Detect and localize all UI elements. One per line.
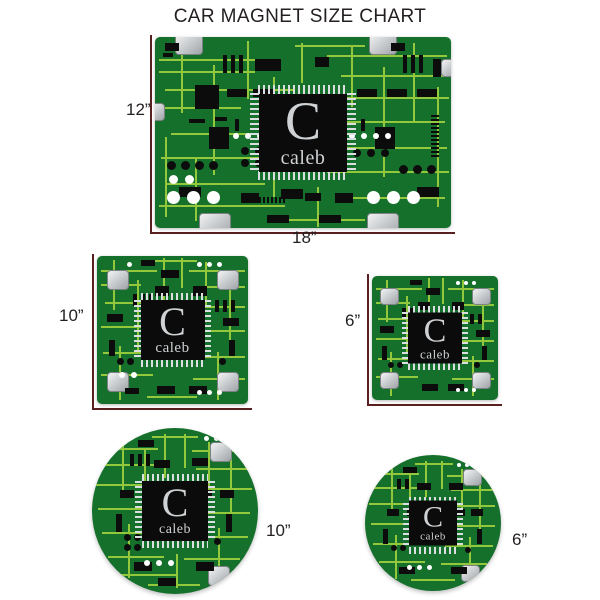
pcb-component-silver bbox=[441, 59, 451, 77]
magnet-square-6[interactable]: C caleb bbox=[367, 274, 502, 406]
monogram-letter: C bbox=[161, 480, 189, 526]
pcb-component-silver bbox=[208, 566, 230, 586]
chip-pins-left bbox=[250, 93, 259, 173]
monogram-letter: C bbox=[284, 90, 322, 151]
pcb-component-silver bbox=[210, 442, 232, 462]
chip-pins-right bbox=[207, 481, 215, 541]
monogram-name: caleb bbox=[158, 521, 192, 537]
pcb-component-silver bbox=[199, 213, 231, 228]
monogram-chip: C caleb bbox=[259, 90, 347, 172]
edge-line-left bbox=[150, 35, 152, 234]
chip-pins-right bbox=[203, 300, 211, 360]
pcb-component-silver bbox=[217, 270, 239, 290]
chip-pins-bottom bbox=[142, 540, 208, 548]
pcb-component-silver bbox=[472, 372, 491, 389]
chip-pins-bottom bbox=[408, 363, 462, 370]
chip-pins-bottom bbox=[409, 547, 457, 554]
chip-pins-bottom bbox=[141, 359, 205, 367]
edge-line-bottom bbox=[367, 404, 502, 406]
dimension-label-circle-6: 6” bbox=[512, 530, 528, 549]
magnet-square-10[interactable]: C caleb bbox=[92, 254, 252, 410]
monogram-letter: C bbox=[422, 500, 443, 534]
edge-line-bottom bbox=[150, 232, 455, 234]
monogram-chip: C caleb bbox=[142, 481, 208, 541]
magnet-artwork-circle-10: C caleb bbox=[92, 428, 258, 594]
monogram-letter: C bbox=[159, 298, 186, 344]
magnet-artwork-square-6: C caleb bbox=[372, 276, 498, 400]
monogram-chip: C caleb bbox=[408, 312, 462, 364]
pcb-component-silver bbox=[380, 372, 399, 389]
magnet-circle-6[interactable]: C caleb bbox=[365, 455, 501, 591]
monogram-name: caleb bbox=[155, 340, 190, 357]
monogram-chip: C caleb bbox=[409, 500, 457, 546]
dimension-label-circle-10: 10” bbox=[266, 521, 291, 540]
pcb-component-silver bbox=[463, 469, 482, 486]
pcb-component-silver bbox=[367, 213, 399, 228]
circuit-board-pattern bbox=[155, 37, 451, 228]
chip-pins-top bbox=[258, 85, 348, 94]
circuit-board-pattern bbox=[372, 276, 498, 400]
magnet-artwork-circle-6: C caleb bbox=[365, 455, 501, 591]
monogram-chip: C caleb bbox=[140, 298, 205, 360]
pcb-component-silver bbox=[217, 372, 239, 392]
pcb-component-silver bbox=[107, 270, 129, 290]
monogram-letter: C bbox=[423, 312, 447, 350]
edge-line-left bbox=[367, 274, 369, 406]
chip-pins-top bbox=[408, 306, 462, 313]
chip-pins-right bbox=[461, 312, 468, 364]
monogram-name: caleb bbox=[420, 530, 446, 543]
monogram-name: caleb bbox=[420, 346, 450, 362]
pcb-component-silver bbox=[380, 288, 399, 305]
pcb-component-silver bbox=[155, 103, 165, 121]
chip-pins-right bbox=[347, 93, 356, 173]
chip-pins-left bbox=[402, 312, 409, 364]
chip-pins-left bbox=[403, 503, 410, 548]
pcb-component-silver bbox=[472, 288, 491, 305]
chip-pins-left bbox=[135, 481, 143, 541]
dimension-label-rect-height: 12” bbox=[126, 100, 151, 119]
edge-line-bottom bbox=[92, 408, 252, 410]
chip-pins-left bbox=[134, 300, 142, 360]
page-title: CAR MAGNET SIZE CHART bbox=[173, 6, 427, 27]
pcb-component-silver bbox=[175, 37, 203, 55]
chip-pins-top bbox=[141, 293, 205, 301]
magnet-artwork-square-10: C caleb bbox=[97, 256, 248, 404]
magnet-artwork-rectangle: C caleb bbox=[155, 37, 451, 228]
dimension-label-rect-width: 18” bbox=[292, 228, 317, 247]
chip-pins-bottom bbox=[258, 171, 348, 180]
monogram-name: caleb bbox=[280, 147, 326, 170]
magnet-rectangle-12x18[interactable]: C caleb bbox=[150, 35, 455, 234]
chip-pins-right bbox=[456, 503, 463, 548]
circuit-board-pattern bbox=[365, 455, 501, 591]
edge-line-left bbox=[92, 254, 94, 410]
dimension-label-square-6: 6” bbox=[345, 311, 361, 330]
chip-pins-top bbox=[142, 474, 208, 482]
dimension-label-square-10: 10” bbox=[59, 306, 84, 325]
magnet-circle-10[interactable]: C caleb bbox=[92, 428, 258, 594]
